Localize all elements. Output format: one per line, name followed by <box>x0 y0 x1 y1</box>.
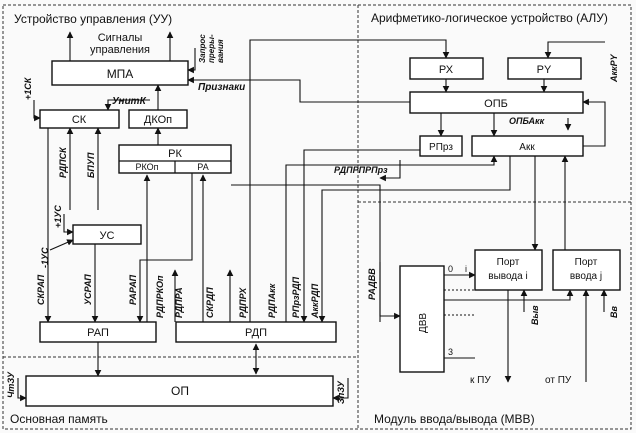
rarap-label: РАРАП <box>128 274 138 305</box>
rk-label: РК <box>168 148 182 160</box>
port-in-label-1: Порт <box>575 257 598 268</box>
port-out-i-label: i <box>465 264 467 274</box>
radvv-label: РАДВВ <box>367 268 377 300</box>
akkry-label: АккРY <box>609 53 619 83</box>
control-signals-label-2: управления <box>90 44 150 56</box>
interrupt-request-label-1: Запрос <box>198 34 207 63</box>
chtzu-label: ЧтЗУ <box>6 371 16 398</box>
op-label: ОП <box>171 384 189 398</box>
rdp-block <box>175 321 337 343</box>
minus1us-label: -1УС <box>40 247 50 268</box>
alu-title: Арифметико-логическое устройство (АЛУ) <box>371 11 608 25</box>
bpup-label: БПУП <box>86 152 96 178</box>
mpa-label: МПА <box>107 67 134 81</box>
dvv-port-0-label: 0 <box>448 264 453 274</box>
rdprx-label: РДПРХ <box>238 287 248 318</box>
plus1sk-label: +1СК <box>23 76 33 100</box>
skrdp-label: СКРДП <box>205 287 215 318</box>
control-unit-title: Устройство управления (УУ) <box>14 12 172 26</box>
dkop-label: ДКОп <box>144 114 172 126</box>
unitk-label: УнитК <box>112 96 147 107</box>
usrap-label: УСРАП <box>83 274 93 305</box>
port-out-block <box>474 249 543 291</box>
plus1us-label: +1УС <box>53 205 63 228</box>
priznaki-label: Признаки <box>198 82 245 93</box>
vyv-label: Выв <box>530 305 540 325</box>
rx-label: РХ <box>439 64 454 76</box>
akk-label: Акк <box>519 142 535 153</box>
from-pu-label: от ПУ <box>545 375 572 386</box>
ry-label: РY <box>537 64 552 76</box>
interrupt-request-label-3: вания <box>216 39 225 63</box>
dvv-port-3-label: 3 <box>448 347 453 357</box>
skrap-label: СКРАП <box>36 274 46 305</box>
rdprkop-label: РДПРКОп <box>155 275 165 318</box>
dvv-label: ДВВ <box>418 313 429 333</box>
port-in-block <box>552 249 621 291</box>
main-memory-title: Основная память <box>10 412 108 426</box>
rprzrdp-label: РПрзРДП <box>291 276 301 318</box>
rdpra-label: РДПРА <box>174 287 184 318</box>
port-out-label-1: Порт <box>497 257 520 268</box>
rk-ra-label: РА <box>197 162 208 172</box>
rdpsk-label: РДПСК <box>58 146 68 178</box>
vv-label: Вв <box>609 306 619 318</box>
io-module-title: Модуль ввода/вывода (МВВ) <box>374 412 535 426</box>
op-block <box>25 375 334 407</box>
rdprprprz-label: РДПРПРПрз <box>334 165 388 175</box>
sk-label: СК <box>72 114 87 126</box>
rap-label: РАП <box>87 327 109 339</box>
port-out-label-2: вывода i <box>488 271 527 282</box>
interrupt-request-label-2: преры- <box>207 34 216 63</box>
mpa-block <box>51 60 189 86</box>
rdpakk-label: РДПАкк <box>267 283 277 318</box>
to-pu-label: к ПУ <box>470 375 491 386</box>
zpzu-label: ЗпЗУ <box>336 380 346 404</box>
opb-label: ОПБ <box>484 98 508 110</box>
rk-op-label: РКОп <box>135 162 158 172</box>
connection-lines <box>17 31 608 402</box>
port-in-label-2: ввода j <box>570 271 602 282</box>
rprz-label: РПрз <box>429 142 453 153</box>
us-label: УС <box>100 230 115 242</box>
region-borders <box>2 4 632 430</box>
opbakk-label: ОПБАкк <box>509 116 545 126</box>
rdp-label: РДП <box>245 327 267 339</box>
akkrdp-label: АккРДП <box>310 283 320 319</box>
control-signals-label-1: Сигналы <box>98 32 143 44</box>
